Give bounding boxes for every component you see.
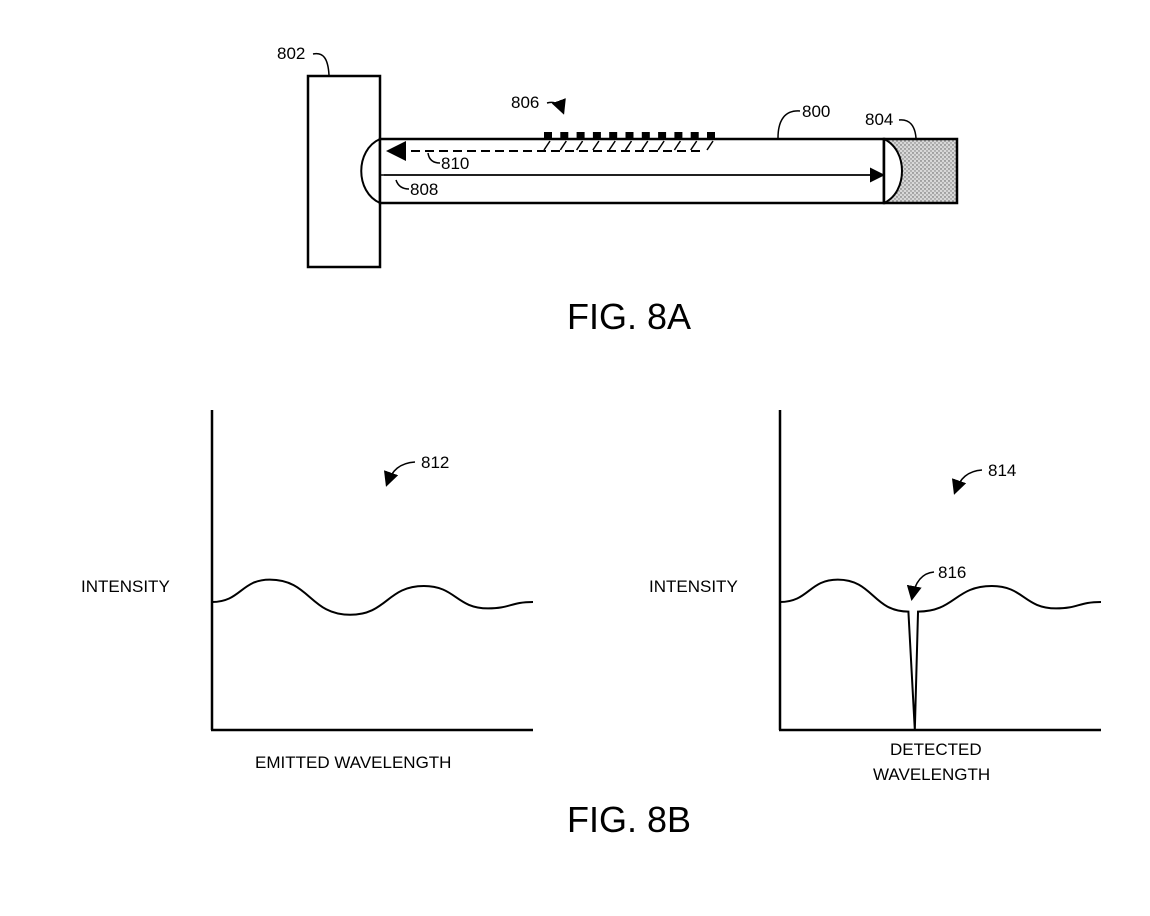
grating-tooth — [625, 132, 634, 139]
ref-812-arrow — [383, 461, 416, 487]
grating-tooth — [641, 132, 650, 139]
grating-hatch — [641, 140, 649, 151]
ref-800-leader — [777, 110, 801, 139]
grating-tooth — [609, 132, 618, 139]
grating-hatch — [592, 140, 600, 151]
grating-hatch — [608, 140, 616, 151]
fig-8a: 802 800 804 808 810 806 FIG. 8A — [277, 44, 959, 337]
ref-810-label: 810 — [441, 154, 469, 173]
grating-806 — [543, 132, 715, 151]
ref-816-arrow — [906, 571, 935, 601]
grating-hatch — [624, 140, 633, 151]
grating-hatch — [690, 140, 698, 151]
grating-hatch — [657, 140, 665, 151]
ref-802-label: 802 — [277, 44, 305, 63]
detected-spectrum-curve — [779, 578, 1102, 731]
xlabel-right-line2: WAVELENGTH — [873, 765, 990, 784]
grating-hatch — [575, 140, 584, 151]
fig-8b-right-chart: INTENSITY DETECTED WAVELENGTH 814 816 — [649, 410, 1102, 784]
right-lens — [883, 138, 903, 204]
ref-808-label: 808 — [410, 180, 438, 199]
ref-802-leader — [312, 52, 330, 76]
grating-tooth — [707, 132, 715, 139]
ref-804-leader — [898, 119, 917, 139]
ref-808-leader — [395, 179, 410, 190]
fig-8b-left-chart: INTENSITY EMITTED WAVELENGTH 812 — [81, 410, 534, 772]
grating-tooth — [576, 132, 585, 139]
grating-tooth — [560, 132, 569, 139]
grating-hatch — [543, 140, 551, 151]
grating-tooth — [690, 132, 699, 139]
ref-812-label: 812 — [421, 453, 449, 472]
ref-806-leader — [546, 98, 566, 115]
grating-tooth — [592, 132, 601, 139]
fig-8a-caption: FIG. 8A — [567, 296, 691, 337]
ref-804-label: 804 — [865, 110, 893, 129]
ref-800-label: 800 — [802, 102, 830, 121]
grating-tooth — [658, 132, 667, 139]
ref-814-label: 814 — [988, 461, 1016, 480]
grating-tooth — [544, 132, 552, 139]
ref-814-arrow — [951, 469, 983, 495]
grating-hatch — [559, 140, 567, 151]
ref-810-leader — [427, 152, 441, 164]
grating-hatch — [706, 140, 714, 151]
ylabel-right: INTENSITY — [649, 577, 738, 596]
xlabel-left: EMITTED WAVELENGTH — [255, 753, 451, 772]
ref-816-label: 816 — [938, 563, 966, 582]
grating-hatch — [673, 140, 682, 151]
ref-806-label: 806 — [511, 93, 539, 112]
emitted-spectrum-curve — [211, 578, 534, 616]
ylabel-left: INTENSITY — [81, 577, 170, 596]
fig-8b-caption: FIG. 8B — [567, 799, 691, 840]
xlabel-right-line1: DETECTED — [890, 740, 982, 759]
left-lens — [360, 138, 381, 204]
fiber-800 — [378, 137, 886, 205]
block-802 — [306, 74, 382, 269]
grating-tooth — [674, 132, 683, 139]
